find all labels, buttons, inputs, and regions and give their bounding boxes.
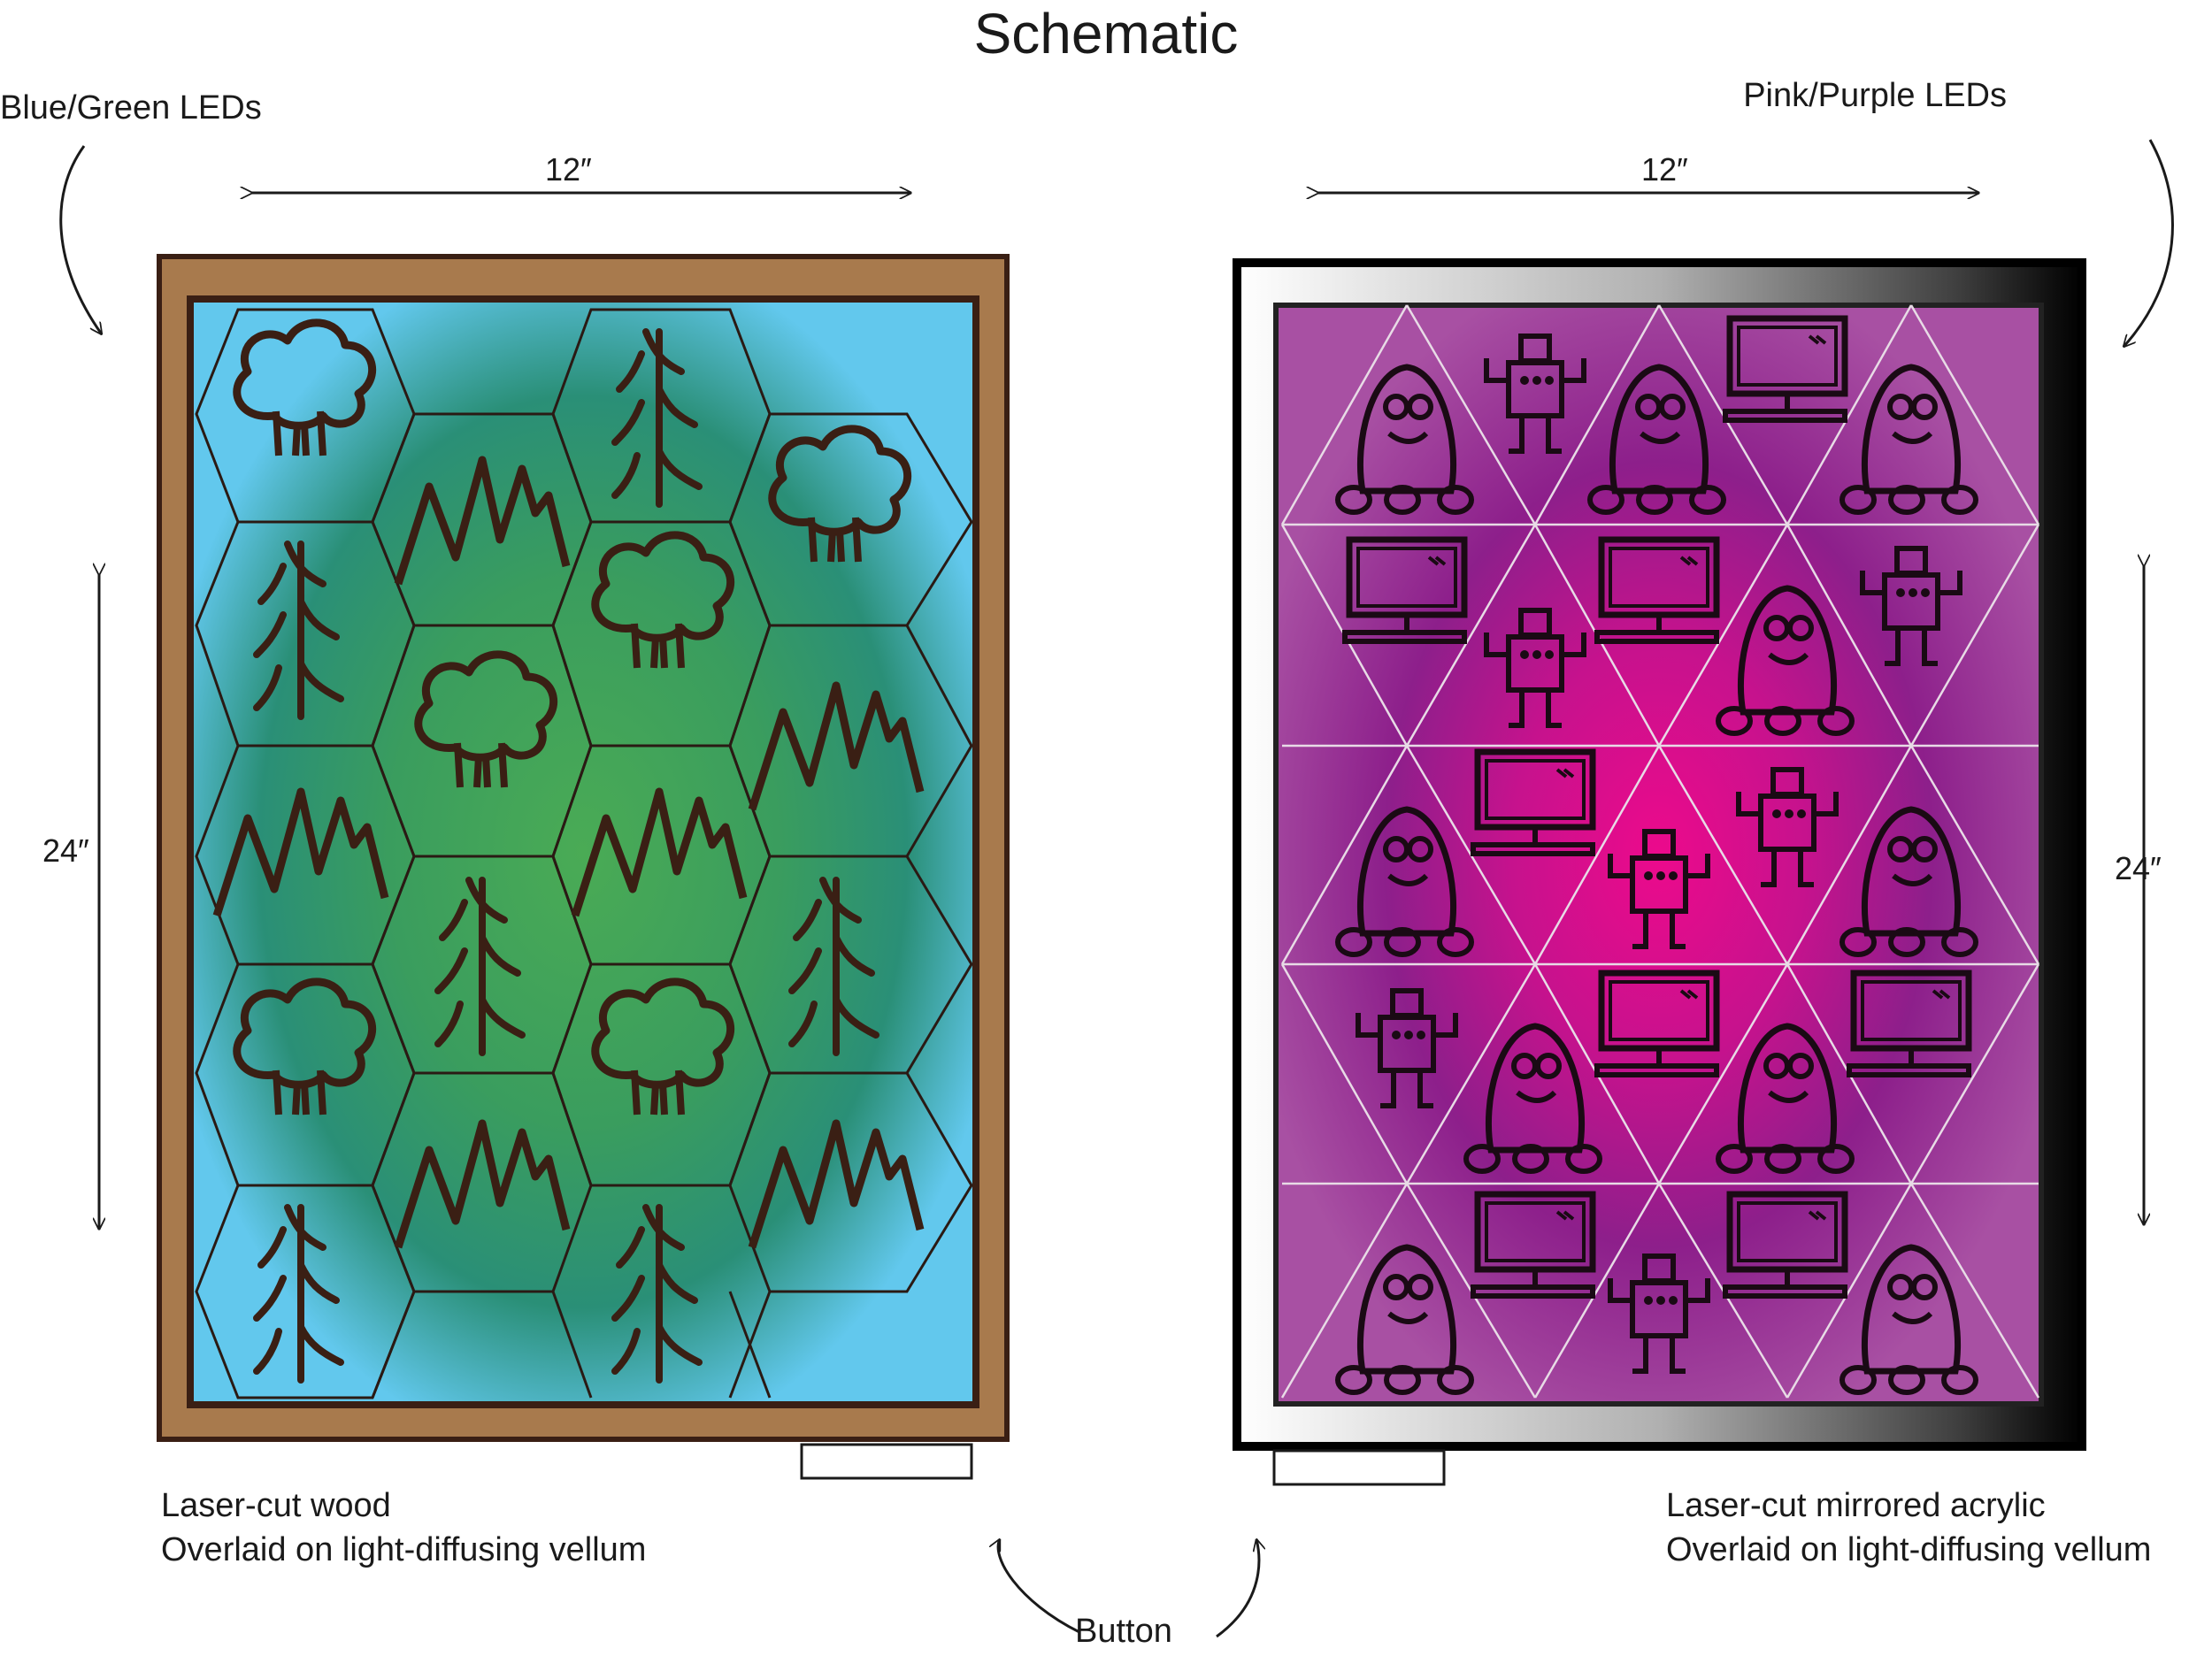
left-button[interactable] — [800, 1443, 973, 1480]
left-caption-line2: Overlaid on light-diffusing vellum — [161, 1531, 647, 1568]
left-panel — [157, 254, 1010, 1480]
left-caption: Laser-cut wood Overlaid on light-diffusi… — [161, 1484, 646, 1572]
right-caption: Laser-cut mirrored acrylic Overlaid on l… — [1666, 1484, 2151, 1572]
left-led-label: Blue/Green LEDs — [0, 89, 262, 126]
right-height-label: 24″ — [2115, 850, 2162, 886]
right-caption-line1: Laser-cut mirrored acrylic — [1666, 1487, 2046, 1524]
hex-grid — [195, 308, 973, 1399]
right-button[interactable] — [1272, 1449, 1446, 1486]
button-left-arrow — [998, 1539, 1080, 1634]
left-width-label: 12″ — [545, 151, 592, 188]
right-caption-line2: Overlaid on light-diffusing vellum — [1666, 1531, 2152, 1568]
led-right-arrow — [2124, 139, 2174, 347]
curved-arrows — [59, 139, 2174, 1638]
button-right-arrow — [1216, 1539, 1259, 1638]
right-led-label: Pink/Purple LEDs — [1743, 77, 2007, 114]
left-caption-line1: Laser-cut wood — [161, 1487, 391, 1524]
led-left-arrow — [59, 145, 102, 334]
left-height-label: 24″ — [42, 832, 89, 869]
right-panel — [1233, 258, 2086, 1486]
button-label: Button — [1075, 1613, 1172, 1650]
page-title: Schematic — [973, 2, 1239, 65]
dimension-arrows — [99, 193, 2144, 1230]
right-width-label: 12″ — [1641, 151, 1688, 188]
